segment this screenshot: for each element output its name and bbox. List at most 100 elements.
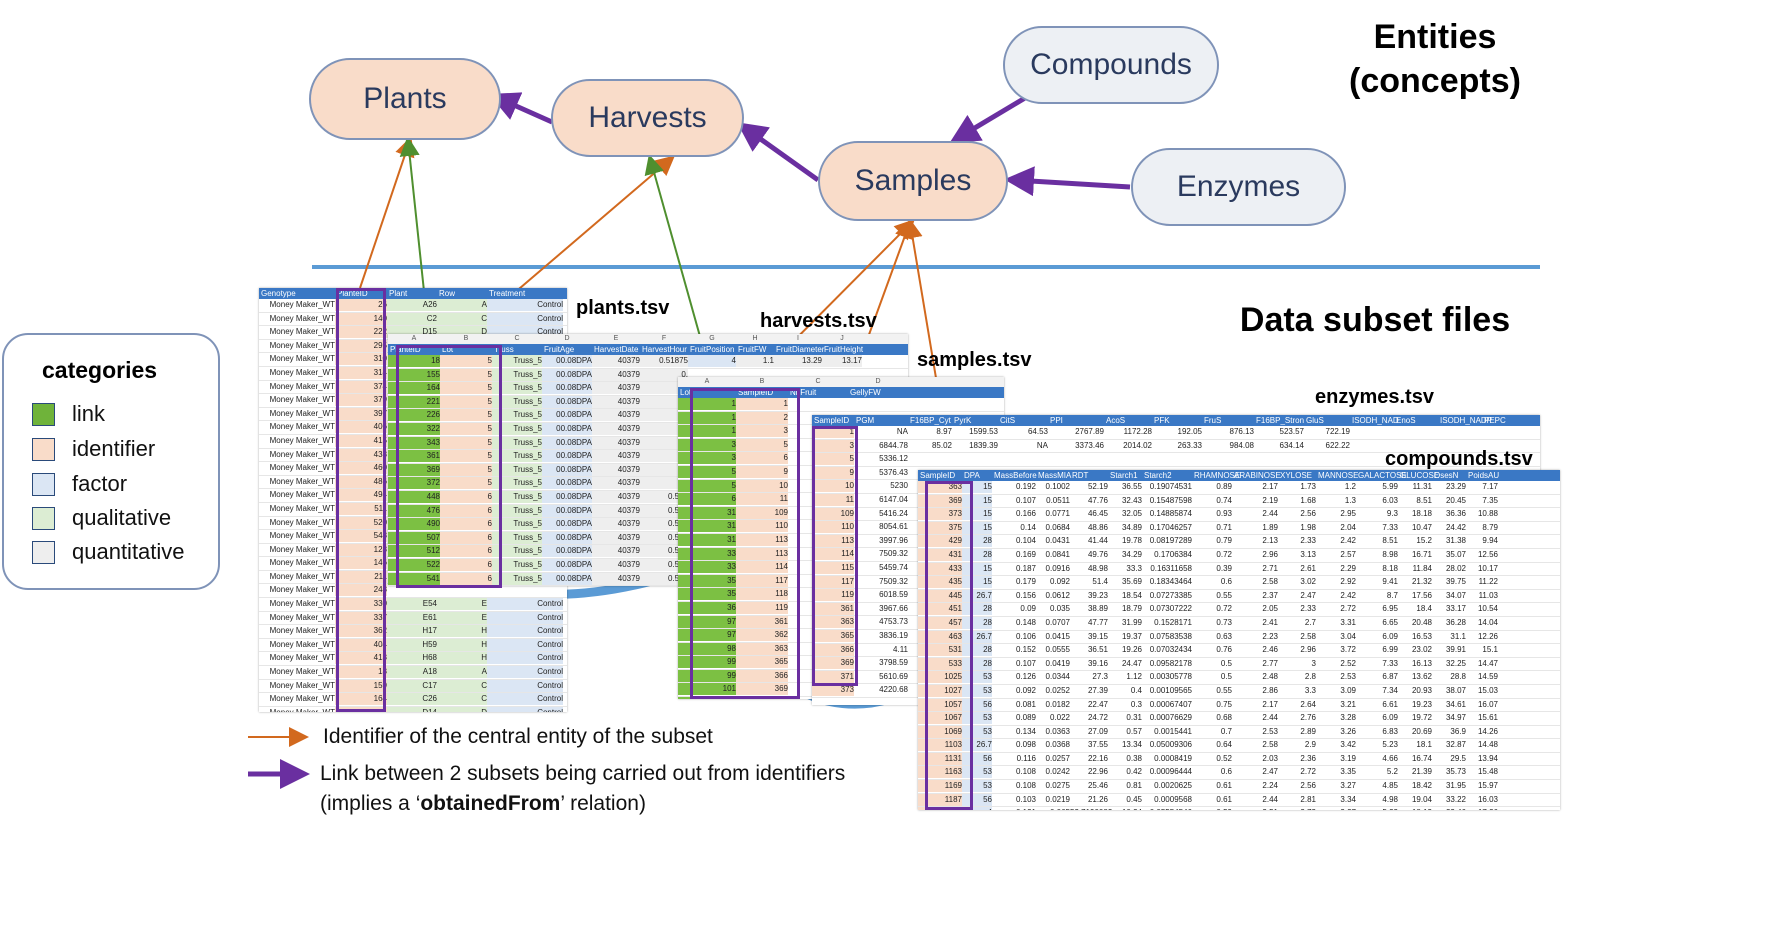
- table-cell: 0.103: [1015, 794, 1036, 804]
- table-cell: 0.6: [1220, 767, 1232, 777]
- table-cell: 2.37: [1262, 590, 1278, 600]
- table-cell: 362: [736, 629, 788, 642]
- table-cell: 39.75: [1445, 577, 1466, 587]
- table-cell: 00.08DPA: [542, 422, 592, 435]
- table-cell: 0.169: [1015, 549, 1036, 559]
- table-cell: Control: [487, 611, 563, 624]
- table-cell: 451: [918, 603, 962, 616]
- column-letter: C: [514, 335, 520, 342]
- table-cell: 14.04: [1477, 617, 1498, 627]
- table-cell: 31.1: [1450, 631, 1466, 641]
- table-cell: 9: [736, 465, 788, 478]
- table-cell: 10.34: [1108, 807, 1142, 810]
- table-cell: 1599.53: [969, 427, 998, 436]
- table-cell: 4: [962, 807, 992, 810]
- column-header: Lot: [442, 345, 454, 354]
- table-cell: 53: [962, 766, 992, 779]
- table-cell: 40379: [592, 368, 640, 381]
- table-cell: 1025: [918, 671, 962, 684]
- table-cell: 1.1: [736, 355, 774, 367]
- data-subset-heading: Data subset files: [1239, 301, 1511, 339]
- table-cell: 0.57: [1126, 726, 1142, 736]
- table-cell: 0.42: [1126, 767, 1142, 777]
- table-cell: 31.38: [1445, 536, 1466, 546]
- column-header: Genotype: [261, 289, 296, 298]
- table-cell: 5: [440, 368, 492, 381]
- table-cell: 2.58: [1300, 631, 1316, 641]
- table-cell: 0.93: [1216, 509, 1232, 519]
- table-cell: 0.0368: [1045, 740, 1070, 750]
- table-cell: 9.41: [1382, 577, 1398, 587]
- table-cell: 40379: [592, 531, 640, 544]
- legend-swatch-identifier: [32, 437, 55, 461]
- table-cell: 1: [736, 398, 788, 410]
- table-cell: Money Maker_WT: [269, 435, 335, 445]
- table-cell: Truss_5: [492, 395, 542, 408]
- table-cell: 6.65: [1382, 617, 1398, 627]
- table-cell: 00.08DPA: [542, 355, 592, 367]
- note-link-line1: Link between 2 subsets being carried out…: [320, 762, 846, 785]
- table-cell: 397: [335, 407, 387, 420]
- table-cell: 16.71: [1411, 549, 1432, 559]
- note-link-prefix: (implies a ‘: [320, 792, 421, 815]
- table-cell: 13.34: [1121, 740, 1142, 750]
- table-cell: 0.72: [1216, 604, 1232, 614]
- column-letter: F: [661, 335, 667, 342]
- table-cell: 5610.69: [879, 671, 908, 681]
- table-cell: A: [437, 666, 487, 679]
- table-cell: 0.61: [1216, 781, 1232, 791]
- table-cell: 371: [812, 670, 854, 683]
- table-cell: 0.5: [1220, 672, 1232, 682]
- id-arrow-plants: [359, 136, 415, 289]
- table-cell: 2.44: [1262, 713, 1278, 723]
- table-cell: 3.27: [1316, 807, 1356, 810]
- table-cell: 2.44: [1262, 794, 1278, 804]
- table-cell: 1839.39: [969, 440, 998, 450]
- table-cell: 3997.96: [879, 535, 908, 545]
- table-cell: 379: [335, 394, 387, 407]
- table-cell: H17: [387, 625, 437, 638]
- table-cell: 523.57: [1279, 427, 1304, 436]
- column-header: ARABINOSE: [1234, 471, 1281, 480]
- table-cell: 28.8: [1450, 672, 1466, 682]
- table-cell: 415: [335, 434, 387, 447]
- table-cell: 404: [335, 638, 387, 651]
- table-cell: 0.1528171: [1154, 617, 1192, 627]
- table-cell: 3: [736, 425, 788, 438]
- table-cell: 0.0511: [1046, 495, 1070, 505]
- table-cell: 28: [962, 657, 992, 670]
- table-cell: 0.0257: [1045, 753, 1070, 763]
- table-cell: 39.16: [1087, 658, 1108, 668]
- table-cell: A: [437, 299, 487, 311]
- table-cell: 494: [335, 489, 387, 502]
- table-cell: 39.15: [1087, 631, 1108, 641]
- table-cell: 2.56: [1300, 509, 1316, 519]
- table-cell: Control: [487, 625, 563, 638]
- table-cell: 19.23: [1411, 699, 1432, 709]
- table-cell: 0.74: [1216, 495, 1232, 505]
- table-cell: Control: [487, 652, 563, 665]
- table-cell: 7509.32: [879, 576, 908, 586]
- table-cell: 5: [440, 450, 492, 463]
- table-cell: 12.56: [1477, 549, 1498, 559]
- table-cell: 110: [812, 521, 854, 534]
- table-cell: 0.07307222: [1149, 604, 1192, 614]
- table-cell: 00.08DPA: [542, 531, 592, 544]
- table-cell: 16.74: [1411, 753, 1432, 763]
- table-cell: 0.524: [640, 545, 688, 558]
- table-cell: 438: [335, 448, 387, 461]
- table-cell: 146: [335, 557, 387, 570]
- table-cell: Money Maker_WT: [269, 476, 335, 486]
- table-cell: 40379: [592, 355, 640, 367]
- table-cell: 7509.32: [879, 549, 908, 559]
- table-cell: Money Maker_WT: [269, 612, 335, 622]
- table-cell: 40379: [592, 382, 640, 395]
- table-cell: 3.04: [1340, 631, 1356, 641]
- table-cell: 2.44: [1262, 509, 1278, 519]
- table-cell: 490: [388, 518, 440, 531]
- column-header: PEPC: [1484, 416, 1506, 425]
- column-header: Starch2: [1144, 471, 1172, 480]
- table-cell: Money Maker_WT: [269, 626, 335, 636]
